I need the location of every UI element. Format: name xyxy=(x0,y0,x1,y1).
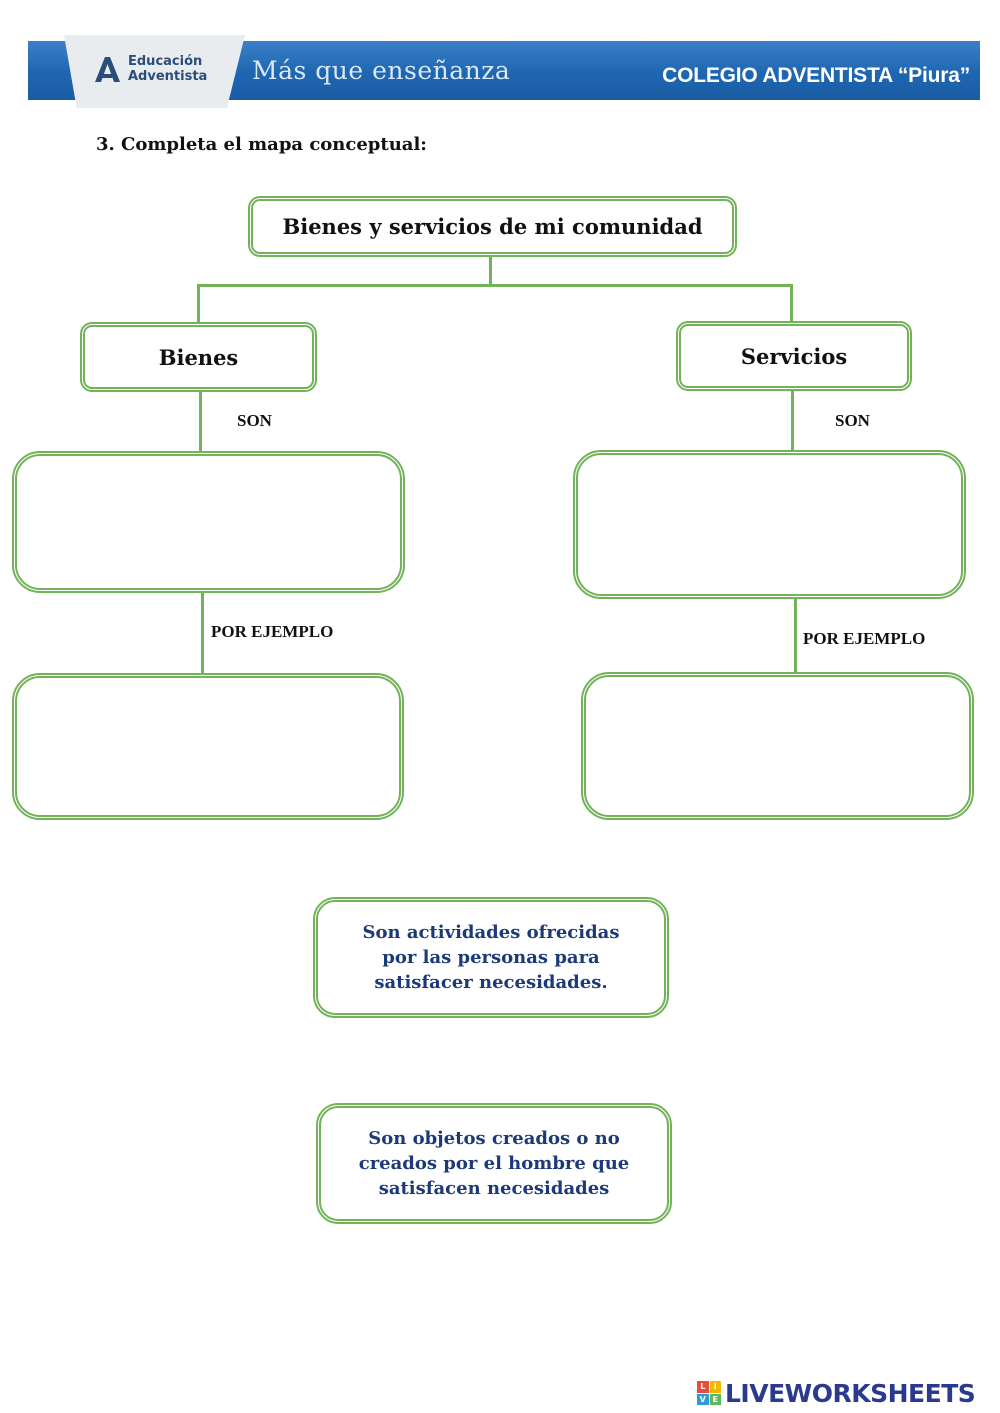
logo-text: Educación Adventista xyxy=(128,54,228,84)
watermark-text: LIVEWORKSHEETS xyxy=(725,1378,976,1408)
answer-card-text: Son actividades ofrecidas por las person… xyxy=(362,922,620,993)
right-example-label: POR EJEMPLO xyxy=(803,629,926,648)
right-son-label: SON xyxy=(835,411,870,430)
slogan: Más que enseñanza xyxy=(252,56,511,85)
answer-card-servicios[interactable]: Son actividades ofrecidas por las person… xyxy=(313,897,669,1018)
logo-line1: Educación xyxy=(128,54,203,69)
servicios-node: Servicios xyxy=(676,321,912,391)
liveworksheets-watermark: L I V E LIVEWORKSHEETS xyxy=(697,1376,976,1410)
connector-root-down xyxy=(489,255,492,286)
bienes-node-label: Bienes xyxy=(158,344,239,370)
root-node: Bienes y servicios de mi comunidad xyxy=(248,196,737,257)
liveworksheets-logo-icon: L I V E xyxy=(697,1381,721,1405)
root-node-label: Bienes y servicios de mi comunidad xyxy=(282,214,703,239)
connector-right-example xyxy=(794,596,797,676)
logo-line2: Adventista xyxy=(128,69,208,84)
servicios-node-label: Servicios xyxy=(740,343,848,369)
connector-left-son xyxy=(199,390,202,454)
left-son-label: SON xyxy=(237,411,272,430)
connector-left-down xyxy=(197,284,200,325)
bienes-example-dropzone[interactable] xyxy=(12,673,404,820)
instruction-text: 3. Completa el mapa conceptual: xyxy=(96,134,427,155)
servicios-definition-dropzone[interactable] xyxy=(573,450,966,599)
educacion-adventista-logo-icon xyxy=(95,57,120,82)
connector-horizontal xyxy=(197,284,793,287)
answer-card-bienes[interactable]: Son objetos creados o no creados por el … xyxy=(316,1103,672,1224)
servicios-example-dropzone[interactable] xyxy=(581,672,974,820)
logo-plate xyxy=(64,35,245,108)
connector-right-son xyxy=(791,390,794,453)
connector-left-example xyxy=(201,590,204,676)
school-name: COLEGIO ADVENTISTA “Piura” xyxy=(662,64,970,87)
connector-right-down xyxy=(790,284,793,324)
answer-card-text: Son objetos creados o no creados por el … xyxy=(358,1128,630,1199)
bienes-definition-dropzone[interactable] xyxy=(12,451,405,593)
left-example-label: POR EJEMPLO xyxy=(211,622,334,641)
bienes-node: Bienes xyxy=(80,322,317,392)
